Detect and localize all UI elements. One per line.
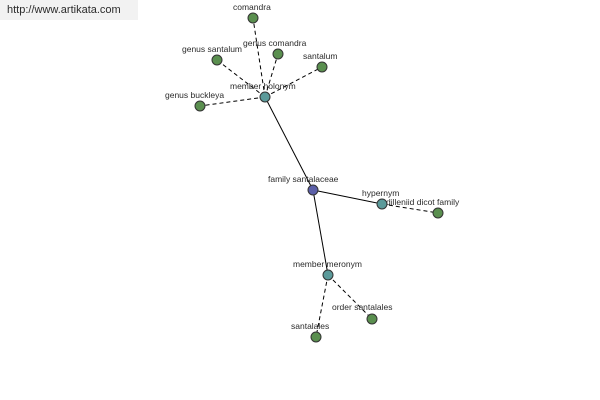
node-comandra[interactable] bbox=[247, 12, 259, 24]
edge-member-holonym-to-genus-santalum bbox=[216, 59, 266, 98]
edge-member-holonym-to-santalum bbox=[264, 66, 323, 98]
node-order-santalales[interactable] bbox=[366, 313, 378, 325]
node-label-comandra: comandra bbox=[233, 2, 271, 12]
graph-labels: family santalaceae member holonym hypernym… bbox=[165, 2, 460, 331]
edge-member-meronym-to-santalales bbox=[315, 274, 329, 338]
edge-member-holonym-to-genus-buckleya bbox=[199, 96, 266, 107]
node-member-holonym[interactable] bbox=[259, 91, 271, 103]
node-santalum[interactable] bbox=[316, 61, 328, 73]
node-santalales[interactable] bbox=[310, 331, 322, 343]
node-label-hypernym: hypernym bbox=[362, 188, 399, 198]
graph-nodes bbox=[194, 12, 444, 343]
node-genus-buckleya[interactable] bbox=[194, 100, 206, 112]
node-genus-santalum[interactable] bbox=[211, 54, 223, 66]
node-label-member-meronym: member meronym bbox=[293, 259, 362, 269]
node-label-family-santalaceae: family santalaceae bbox=[268, 174, 339, 184]
node-label-member-holonym: member holonym bbox=[230, 81, 296, 91]
node-label-order-santalales: order santalales bbox=[332, 302, 392, 312]
node-label-genus-santalum: genus santalum bbox=[182, 44, 242, 54]
node-label-genus-comandra: genus comandra bbox=[243, 38, 307, 48]
node-label-santalales: santalales bbox=[291, 321, 329, 331]
node-hypernym[interactable] bbox=[376, 198, 388, 210]
edge-family-santalaceae-to-member-meronym bbox=[312, 189, 329, 276]
node-label-genus-buckleya: genus buckleya bbox=[165, 90, 224, 100]
edge-member-meronym-to-order-santalales bbox=[327, 274, 373, 320]
edge-member-holonym-to-genus-comandra bbox=[264, 53, 279, 98]
edge-member-holonym-to-comandra bbox=[252, 17, 266, 98]
edge-family-santalaceae-to-hypernym bbox=[312, 189, 383, 205]
node-member-meronym[interactable] bbox=[322, 269, 334, 281]
node-dilleniid-dicot-family[interactable] bbox=[432, 207, 444, 219]
graph-edges bbox=[199, 17, 439, 338]
site-url-watermark[interactable]: http://www.artikata.com bbox=[0, 0, 138, 20]
node-genus-comandra[interactable] bbox=[272, 48, 284, 60]
node-family-santalaceae[interactable] bbox=[307, 184, 319, 196]
edge-family-santalaceae-to-member-holonym bbox=[264, 96, 314, 191]
node-label-dilleniid-dicot-family: dilleniid dicot family bbox=[386, 197, 460, 207]
node-label-santalum: santalum bbox=[303, 51, 338, 61]
edge-hypernym-to-dilleniid-dicot-family bbox=[381, 203, 439, 214]
